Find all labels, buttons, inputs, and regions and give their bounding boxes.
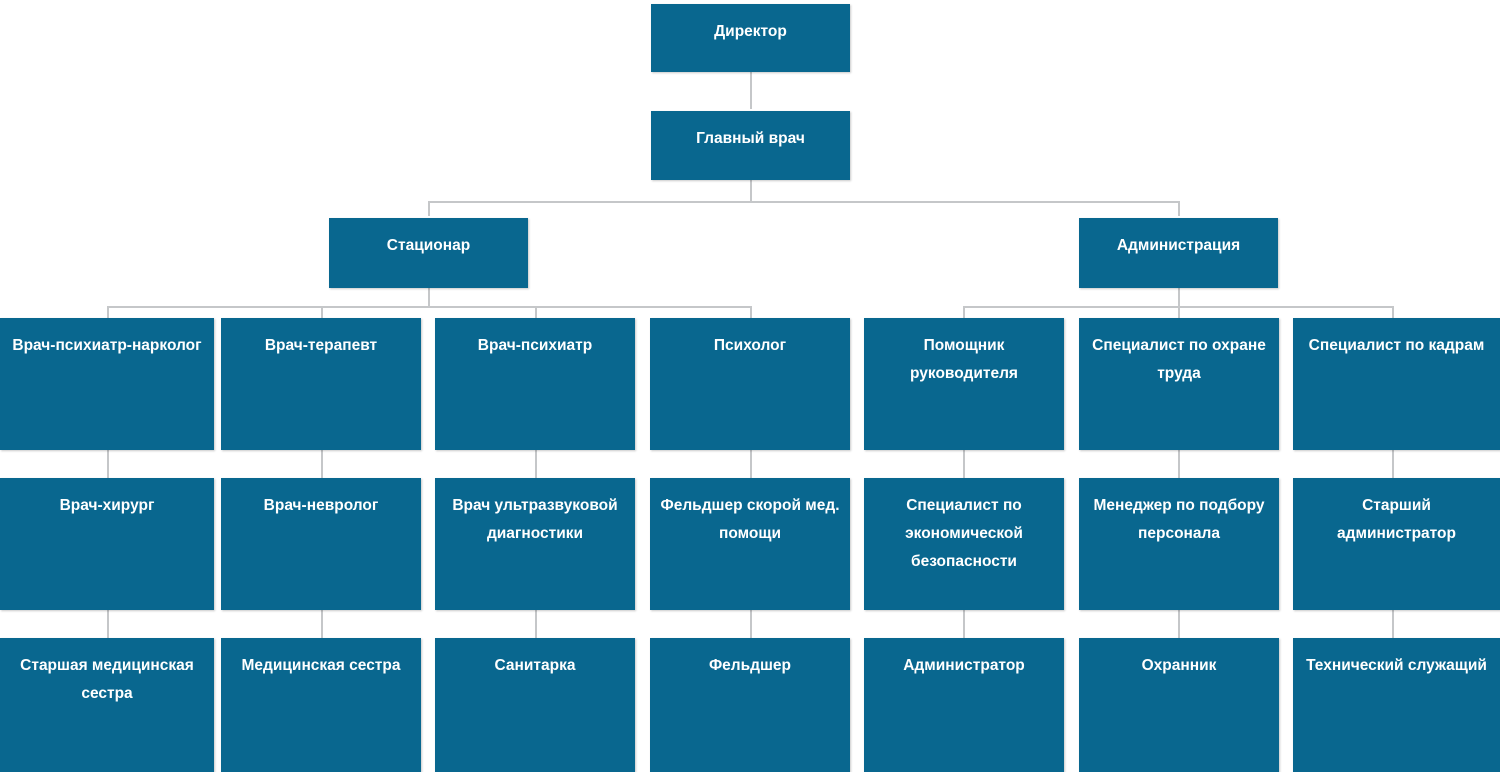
node-col5-row3[interactable]: Администратор <box>864 638 1064 772</box>
connector-stacionar-child-4 <box>750 306 752 318</box>
connector-col-3-row1-row2 <box>535 450 537 478</box>
node-chief-physician[interactable]: Главный врач <box>651 111 850 180</box>
node-col7-row2[interactable]: Старший администратор <box>1293 478 1500 610</box>
connector-stacionar-child-3 <box>535 306 537 318</box>
connector-col-2-row1-row2 <box>321 450 323 478</box>
node-label: Санитарка <box>494 657 576 674</box>
connector-bus-to-stacionar <box>428 201 430 216</box>
connector-stacionar-child-1 <box>107 306 109 318</box>
node-label: Старший администратор <box>1337 497 1456 542</box>
connector-director-to-chief <box>750 72 752 109</box>
node-col2-row3[interactable]: Медицинская сестра <box>221 638 421 772</box>
node-label: Менеджер по подбору персонала <box>1093 497 1265 542</box>
connector-administraciya-child-1 <box>963 306 965 318</box>
connector-col-6-row1-row2 <box>1178 450 1180 478</box>
node-stacionar[interactable]: Стационар <box>329 218 528 288</box>
node-col1-row3[interactable]: Старшая медицинская сестра <box>0 638 214 772</box>
node-label: Директор <box>714 23 787 40</box>
node-label: Врач-хирург <box>59 497 155 514</box>
node-col3-row3[interactable]: Санитарка <box>435 638 635 772</box>
node-label: Фельдшер скорой мед. помощи <box>660 497 840 542</box>
node-label: Врач-терапевт <box>264 337 378 354</box>
node-col3-row2[interactable]: Врач ультразвуковой диагностики <box>435 478 635 610</box>
node-col1-row2[interactable]: Врач-хирург <box>0 478 214 610</box>
node-col5-row1[interactable]: Помощник руководителя <box>864 318 1064 450</box>
node-label: Охранник <box>1141 657 1217 674</box>
node-label: Технический служащий <box>1306 657 1487 674</box>
connector-chief-drop <box>750 180 752 201</box>
connector-col-4-row1-row2 <box>750 450 752 478</box>
node-col2-row2[interactable]: Врач-невролог <box>221 478 421 610</box>
node-label: Помощник руководителя <box>910 337 1018 382</box>
node-label: Администрация <box>1116 237 1241 254</box>
node-label: Стационар <box>386 237 471 254</box>
node-col1-row1[interactable]: Врач-психиатр-нарколог <box>0 318 214 450</box>
connector-col-7-row1-row2 <box>1392 450 1394 478</box>
node-label: Специалист по кадрам <box>1308 337 1485 354</box>
node-col4-row1[interactable]: Психолог <box>650 318 850 450</box>
node-col3-row1[interactable]: Врач-психиатр <box>435 318 635 450</box>
node-director[interactable]: Директор <box>651 4 850 72</box>
node-label: Медицинская сестра <box>241 657 401 674</box>
node-col4-row3[interactable]: Фельдшер <box>650 638 850 772</box>
connector-col-4-row2-row3 <box>750 610 752 638</box>
connector-administraciya-child-3 <box>1392 306 1394 318</box>
node-label: Специалист по экономической безопасности <box>905 497 1023 570</box>
node-col5-row2[interactable]: Специалист по экономической безопасности <box>864 478 1064 610</box>
connector-stacionar-drop <box>428 288 430 306</box>
node-col6-row1[interactable]: Специалист по охране труда <box>1079 318 1279 450</box>
connector-col-6-row2-row3 <box>1178 610 1180 638</box>
connector-administraciya-child-2 <box>1178 306 1180 318</box>
node-label: Главный врач <box>696 130 805 147</box>
node-label: Старшая медицинская сестра <box>20 657 194 702</box>
connector-chief-bus <box>428 201 1180 203</box>
node-label: Фельдшер <box>708 657 792 674</box>
node-col6-row2[interactable]: Менеджер по подбору персонала <box>1079 478 1279 610</box>
node-label: Врач-психиатр <box>477 337 593 354</box>
connector-col-1-row1-row2 <box>107 450 109 478</box>
node-col4-row2[interactable]: Фельдшер скорой мед. помощи <box>650 478 850 610</box>
connector-col-5-row1-row2 <box>963 450 965 478</box>
node-col7-row3[interactable]: Технический служащий <box>1293 638 1500 772</box>
connector-bus-to-administraciya <box>1178 201 1180 216</box>
connector-stacionar-bus <box>107 306 750 308</box>
node-label: Специалист по охране труда <box>1092 337 1266 382</box>
node-label: Врач ультразвуковой диагностики <box>452 497 618 542</box>
connector-col-3-row2-row3 <box>535 610 537 638</box>
node-label: Врач-невролог <box>263 497 379 514</box>
connector-col-1-row2-row3 <box>107 610 109 638</box>
connector-col-5-row2-row3 <box>963 610 965 638</box>
connector-administraciya-drop <box>1178 288 1180 306</box>
connector-col-7-row2-row3 <box>1392 610 1394 638</box>
node-label: Врач-психиатр-нарколог <box>12 337 202 354</box>
node-label: Администратор <box>903 657 1025 674</box>
node-label: Психолог <box>713 337 787 354</box>
connector-col-2-row2-row3 <box>321 610 323 638</box>
node-col7-row1[interactable]: Специалист по кадрам <box>1293 318 1500 450</box>
node-col2-row1[interactable]: Врач-терапевт <box>221 318 421 450</box>
connector-stacionar-child-2 <box>321 306 323 318</box>
node-administraciya[interactable]: Администрация <box>1079 218 1278 288</box>
node-col6-row3[interactable]: Охранник <box>1079 638 1279 772</box>
